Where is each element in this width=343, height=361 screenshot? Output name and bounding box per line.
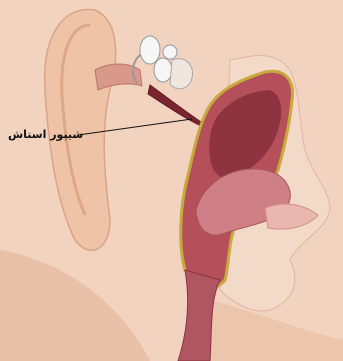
eustachian-tube-label: شیپور استاش — [8, 128, 83, 141]
cochlea — [170, 59, 193, 89]
